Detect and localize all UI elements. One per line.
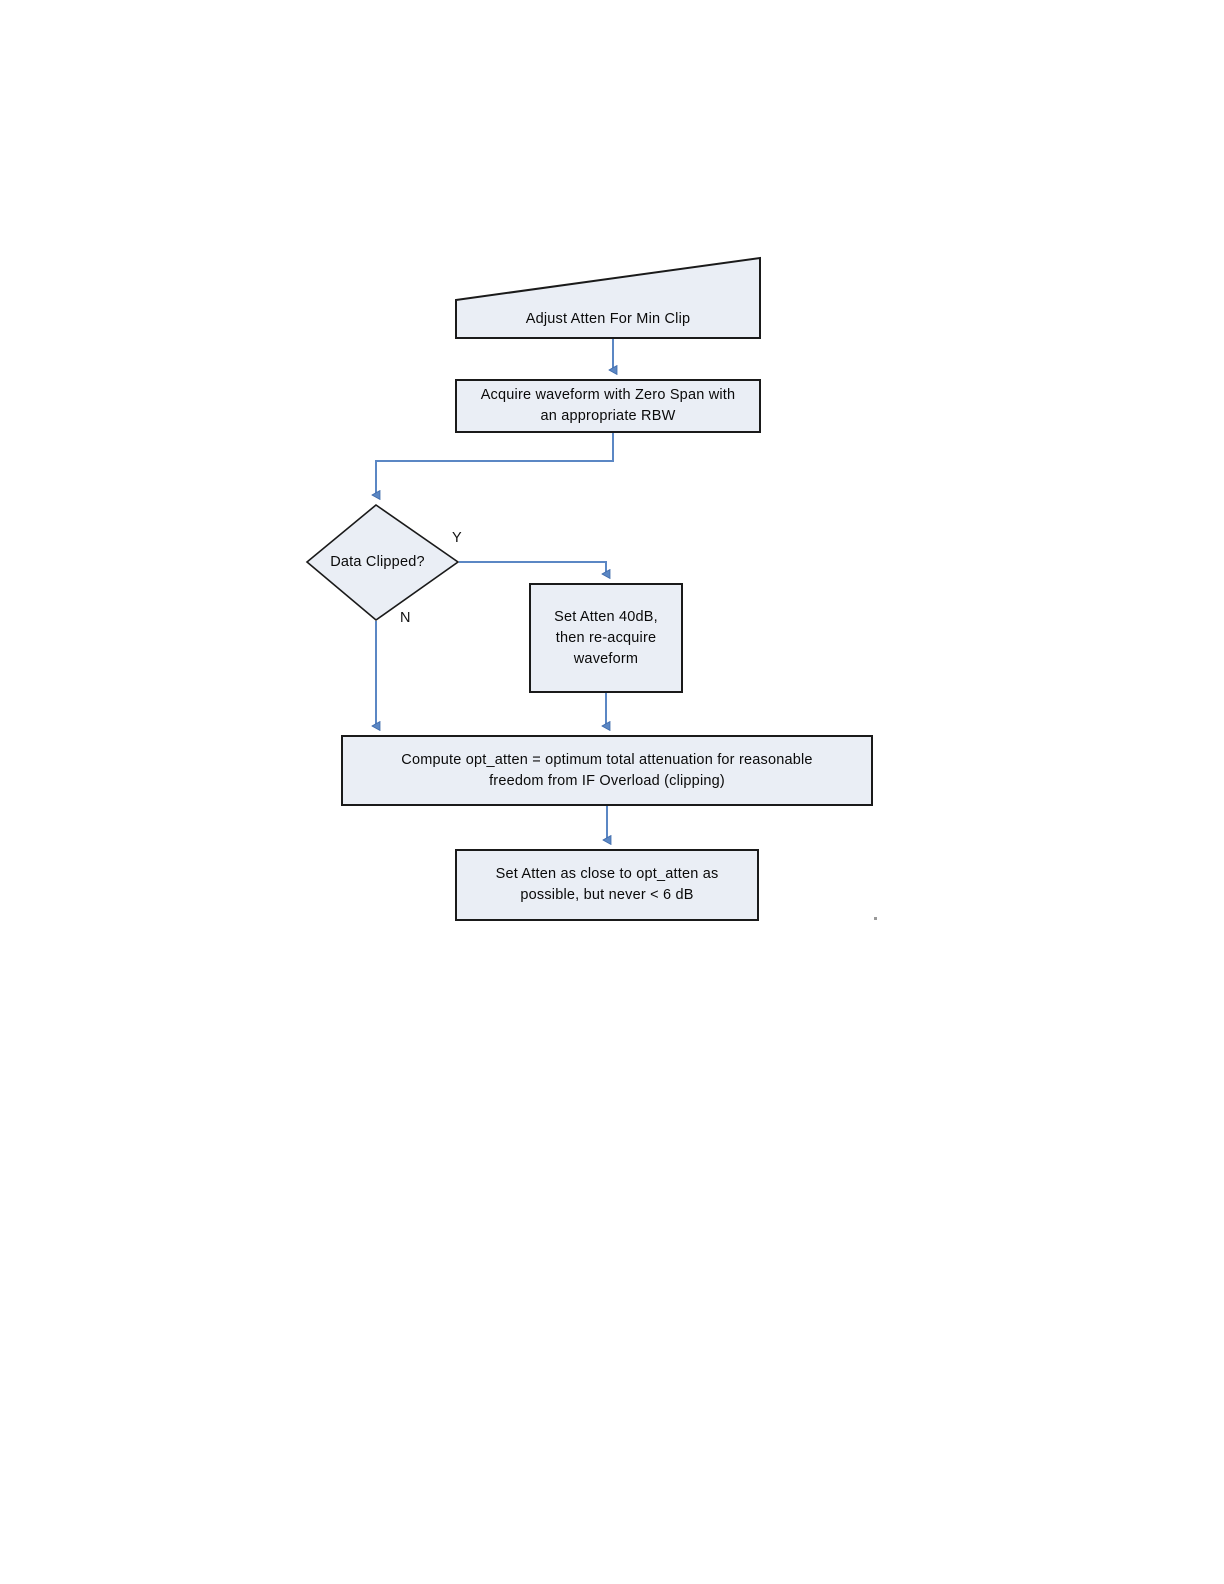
- node-set-atten-close[interactable]: [455, 849, 759, 921]
- connector-acquire-to-decision: [376, 433, 614, 495]
- node-acquire-waveform[interactable]: [455, 379, 761, 433]
- node-banner-adjust-atten[interactable]: [455, 256, 761, 339]
- edge-label-yes: Y: [452, 530, 462, 546]
- node-set-atten-40db[interactable]: [529, 583, 683, 693]
- connector-decision-yes: [459, 561, 606, 574]
- node-decision-data-clipped[interactable]: [305, 503, 460, 622]
- edge-label-no: N: [400, 610, 411, 626]
- page-artifact-dot: [874, 917, 877, 920]
- node-compute-opt-atten[interactable]: [341, 735, 873, 806]
